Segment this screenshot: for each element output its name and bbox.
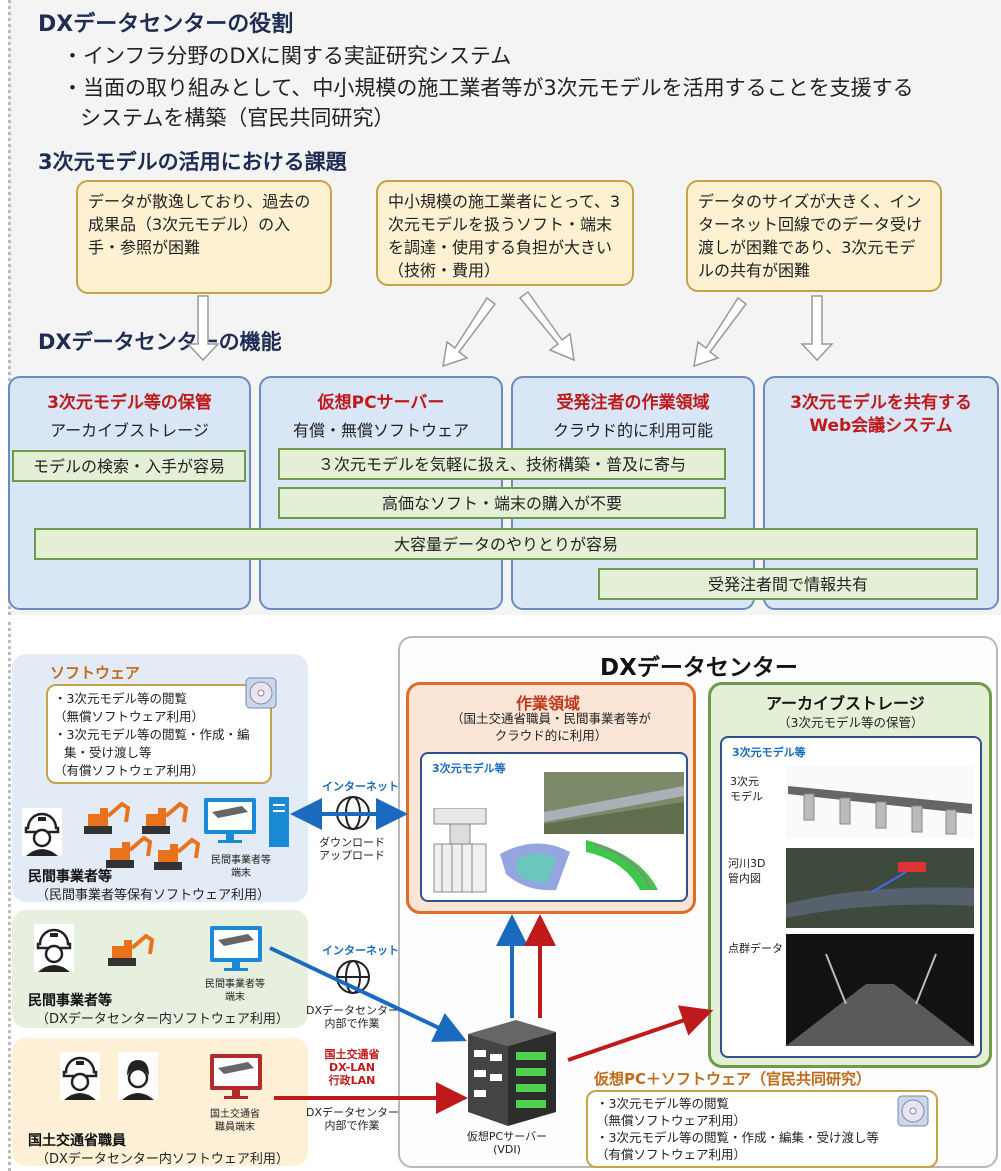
disc-icon-vpc: [897, 1095, 929, 1127]
internet-label-1: インターネット: [322, 780, 399, 793]
staff-icon-row3: [118, 1052, 158, 1100]
row2-note: （DXデータセンター内ソフトウェア利用）: [36, 1012, 289, 1027]
func-title-work: 受発注者の作業領域: [556, 393, 710, 413]
pc-tower-icon: [269, 797, 289, 847]
construction-machines-icon-row1: [82, 802, 200, 872]
updown-label: ダウンロード アップロード: [319, 836, 385, 862]
internet-label-2: インターネット: [322, 944, 399, 957]
vdi-server-icon: [468, 1020, 556, 1126]
archive-sub: （3次元モデル等の保管）: [778, 715, 924, 730]
issues-title: 3次元モデルの活用における課題: [38, 150, 347, 174]
road-model-thumbnail: [586, 840, 658, 890]
inside-label-1: DXデータセンター 内部で作業: [306, 1004, 400, 1030]
issue-box-1: データが散逸しており、過去の成果品（3次元モデル）の入手・参照が困難: [76, 180, 332, 294]
software-item-3: ・3次元モデル等の閲覧・作成・編: [54, 727, 250, 742]
archive-label-points: 点群データ: [728, 942, 783, 955]
functions-title: DXデータセンターの機能: [38, 330, 282, 354]
worker-icon-row1: [22, 808, 62, 856]
bar-search: モデルの検索・入手が容易: [12, 450, 246, 482]
server-label: 仮想PCサーバー (VDI): [466, 1130, 548, 1156]
globe-icon-1: [336, 796, 370, 830]
func-sub-work: クラウド的に利用可能: [552, 421, 713, 440]
software-item-4: 集・受け渡し等: [64, 745, 152, 760]
row3-note: （DXデータセンター内ソフトウェア利用）: [36, 1152, 289, 1167]
row2-name: 民間事業者等: [28, 993, 112, 1009]
role-line-3: システムを構築（官民共同研究）: [80, 106, 395, 130]
point-cloud-thumbnail: [786, 934, 974, 1046]
arrow-issue1-storage: [186, 295, 220, 362]
globe-icon-2: [336, 960, 370, 994]
bar-no-purchase: 高価なソフト・端末の購入が不要: [278, 487, 726, 519]
terrain-model-thumbnail: [500, 843, 570, 891]
terminal-label-row3: 国土交通省 職員端末: [210, 1109, 260, 1133]
role-line-1: ・インフラ分野のDXに関する実証研究システム: [62, 44, 512, 68]
work-area-inner-label: 3次元モデル等: [432, 762, 506, 775]
arrow-issue2-pc: [442, 296, 497, 368]
issue-box-2: 中小規模の施工業者にとって、3次元モデルを扱うソフト・端末を調達・使用する負担が…: [376, 180, 634, 286]
issue-arrows: [186, 290, 834, 368]
terminal-monitor-row3: [210, 1054, 262, 1099]
terminal-monitor-row2: [210, 926, 262, 971]
worker-icon-row3: [60, 1052, 100, 1100]
software-item-2: （無償ソフトウェア利用）: [54, 709, 205, 724]
vpc-box: ・3次元モデル等の閲覧 （無償ソフトウェア利用） ・3次元モデル等の閲覧・作成・…: [586, 1090, 938, 1168]
arrow-issue2-work: [518, 290, 575, 362]
row1-name: 民間事業者等: [28, 869, 112, 885]
terminal-label-row2: 民間事業者等 端末: [205, 979, 265, 1003]
role-title: DXデータセンターの役割: [38, 12, 294, 37]
lan-label: 国土交通省 DX-LAN 行政LAN: [324, 1048, 380, 1087]
role-line-2: ・当面の取り組みとして、中小規模の施工業者等が3次元モデルを活用することを支援す…: [62, 76, 914, 100]
func-title-storage: 3次元モデル等の保管: [47, 393, 212, 413]
func-title-pc: 仮想PCサーバー: [317, 393, 445, 413]
archive-inner-label: 3次元モデル等: [732, 746, 806, 759]
vpc-item-2: （無償ソフトウェア利用）: [596, 1113, 747, 1128]
river-map-thumbnail: [786, 848, 974, 928]
archive-label-river: 河川3D 管内図: [728, 857, 766, 885]
row1-note: （民間事業者等保有ソフトウェア利用）: [36, 888, 271, 903]
pier-model-thumbnail: [433, 808, 487, 893]
issue-box-3: データのサイズが大きく、インターネット回線でのデータ受け渡しが困難であり、3次元…: [686, 180, 942, 292]
terminal-label-row1: 民間事業者等 端末: [211, 855, 271, 879]
func-sub-pc: 有償・無償ソフトウェア: [292, 421, 469, 440]
software-title: ソフトウェア: [50, 664, 141, 682]
bar-easy-3d: ３次元モデルを気軽に扱え、技術構築・普及に寄与: [278, 448, 726, 480]
func-sub-storage: アーカイブストレージ: [50, 421, 209, 440]
worker-icon-row2: [34, 924, 74, 972]
archive-title: アーカイブストレージ: [766, 694, 925, 713]
software-item-5: （有償ソフトウェア利用）: [54, 763, 205, 778]
vpc-title: 仮想PC＋ソフトウェア（官民共同研究）: [594, 1070, 872, 1088]
disc-icon: [245, 677, 277, 709]
dx-center-title: DXデータセンター: [600, 655, 798, 681]
bridge-photo-thumbnail: [544, 772, 684, 834]
3d-bridge-model-thumbnail: [786, 766, 974, 838]
arrow-issue3-work: [693, 296, 748, 368]
archive-label-3d: 3次元 モデル: [730, 775, 763, 803]
inside-label-2: DXデータセンター 内部で作業: [306, 1106, 400, 1132]
vpc-item-3: ・3次元モデル等の閲覧・作成・編集・受け渡し等: [596, 1130, 879, 1145]
terminal-monitor-row1: [204, 798, 256, 843]
excavator-icon-row2: [106, 934, 154, 968]
vpc-item-1: ・3次元モデル等の閲覧: [596, 1096, 729, 1111]
bar-large-data: 大容量データのやりとりが容易: [34, 528, 978, 560]
software-box: ・3次元モデル等の閲覧 （無償ソフトウェア利用） ・3次元モデル等の閲覧・作成・…: [46, 684, 272, 784]
work-area-title: 作業領域: [516, 694, 581, 713]
bar-info-share: 受発注者間で情報共有: [598, 568, 978, 600]
diagram-section: [8, 622, 1001, 1171]
software-item-1: ・3次元モデル等の閲覧: [54, 691, 187, 706]
vpc-item-4: （有償ソフトウェア利用）: [596, 1147, 747, 1162]
func-title-web: 3次元モデルを共有するWeb会議システム: [790, 393, 972, 436]
arrow-issue3-web: [800, 295, 834, 362]
func-col-storage: 3次元モデル等の保管 アーカイブストレージ: [8, 376, 251, 610]
work-area-sub: （国土交通省職員・民間事業者等が クラウド的に利用）: [450, 711, 651, 743]
row3-name: 国土交通省職員: [28, 1133, 126, 1149]
